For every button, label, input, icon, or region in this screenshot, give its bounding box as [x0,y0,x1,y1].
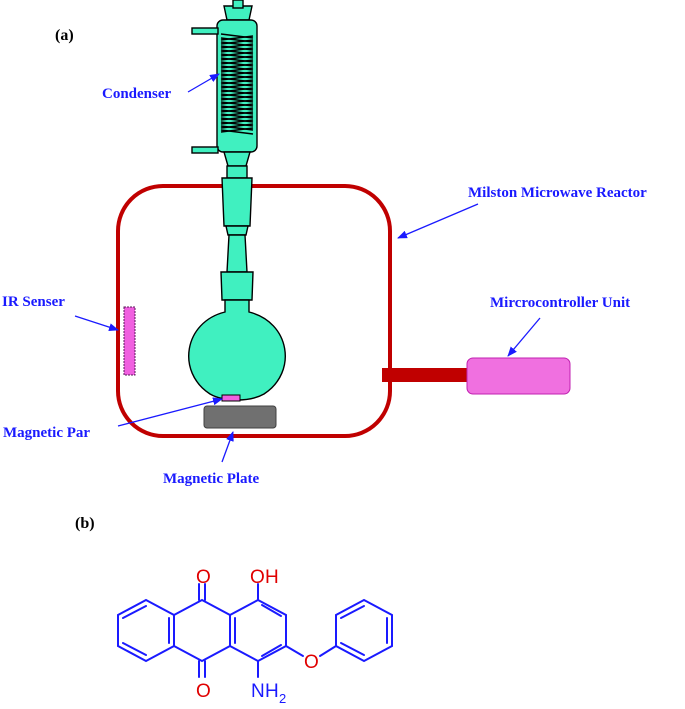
label-microcontroller: Mircrocontroller Unit [490,295,630,311]
label-magnetic-plate: Magnetic Plate [163,471,260,487]
atom-o-carbonyl-top: O [196,567,211,588]
arrow-condenser [187,73,220,93]
condenser [191,0,258,167]
panel-label-a: (a) [55,27,74,44]
label-magnetic-bar: Magnetic Par [3,425,90,441]
arrow-microcontroller [507,317,541,357]
atom-h-hydroxyl: H [265,567,279,588]
reactor-connection-bar [382,368,472,382]
atom-n-amino: N [251,681,265,702]
arrow-reactor [397,203,479,239]
arrow-magnetic-bar [117,397,223,427]
molecule-bonds [117,583,393,678]
microcontroller-unit [466,357,571,395]
magnetic-plate [203,405,277,429]
arrow-magnetic-plate [221,431,234,463]
microwave-reactor-chamber [116,184,392,438]
magnetic-stir-bar [221,394,241,402]
atom-o-carbonyl-bottom: O [196,681,211,702]
atom-o-ether: O [304,652,319,673]
label-ir-sensor: IR Senser [2,294,65,310]
round-bottom-flask [188,165,286,401]
atom-o-hydroxyl: O [250,567,265,588]
atom-amino-subscript: 2 [279,691,286,706]
label-condenser: Condenser [102,86,172,102]
panel-label-b: (b) [75,515,95,532]
condenser-coil [220,33,254,135]
ir-sensor [123,306,136,376]
atom-h-amino: H [265,681,279,702]
arrow-ir-sensor [74,315,119,332]
label-reactor: Milston Microwave Reactor [468,185,647,201]
chemical-structure: O O H O O N H 2 [117,567,393,706]
